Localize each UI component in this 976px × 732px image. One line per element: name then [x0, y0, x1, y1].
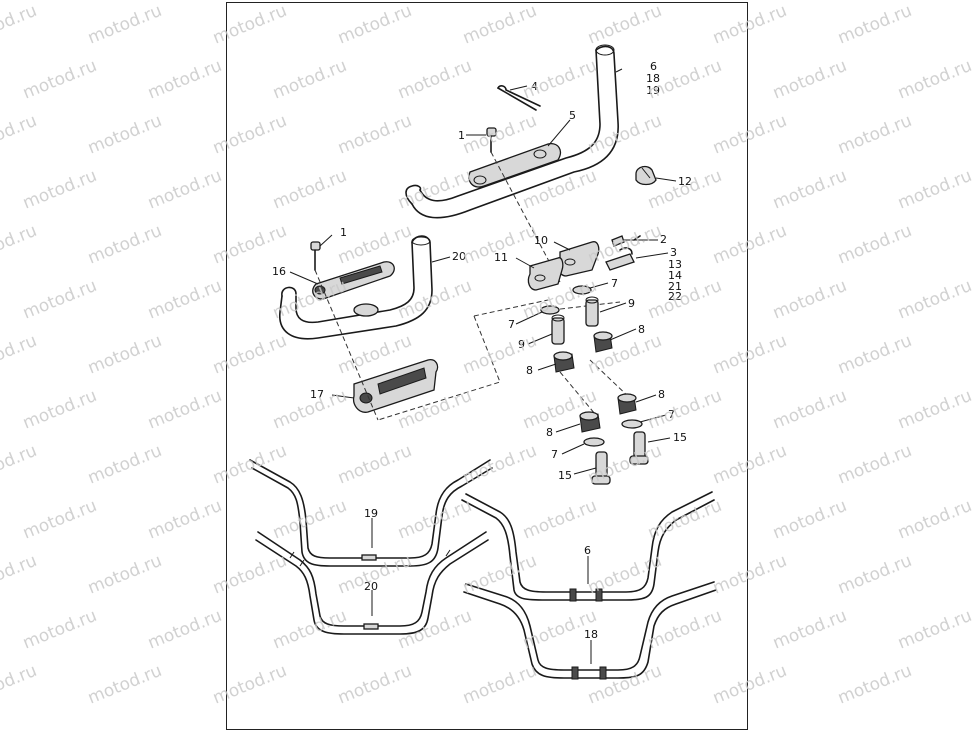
callout-9-a: 9 [628, 297, 635, 310]
handlebar-19-outline [249, 459, 493, 567]
callout-8-c: 8 [658, 388, 665, 401]
callout-15-b: 15 [558, 469, 572, 482]
callout-18-bottom: 18 [584, 628, 598, 641]
callout-13: 13 [668, 258, 682, 271]
cotter-pin [497, 85, 541, 111]
callout-7-a: 7 [611, 277, 618, 290]
callout-8-d: 8 [546, 426, 553, 439]
handlebar-18-outline [463, 581, 717, 680]
callout-17: 17 [310, 388, 324, 401]
callout-labels: 1 1 2 3 13 14 21 22 4 5 6 18 19 7 7 7 7 … [272, 60, 692, 641]
callout-21: 21 [668, 280, 682, 293]
callout-11: 11 [494, 251, 508, 264]
callout-10: 10 [534, 234, 548, 247]
callout-15-a: 15 [673, 431, 687, 444]
handlebar-6-outline [461, 491, 715, 602]
callout-12: 12 [678, 175, 692, 188]
handlebar-assembly-left [279, 235, 433, 340]
callout-8-a: 8 [638, 323, 645, 336]
handlebar-20-outline [255, 531, 489, 635]
callout-19-bottom: 19 [364, 507, 378, 520]
bolt-left [310, 241, 321, 271]
callout-7-c: 7 [668, 408, 675, 421]
callout-4: 4 [531, 80, 538, 93]
leader-lines [289, 68, 677, 664]
callout-22: 22 [668, 290, 682, 303]
callout-20-bottom: 20 [364, 580, 378, 593]
callout-3: 3 [670, 246, 677, 259]
callout-2: 2 [660, 233, 667, 246]
callout-1-top: 1 [458, 129, 465, 142]
callout-16: 16 [272, 265, 286, 278]
clip-part [635, 165, 657, 186]
riser-pair [527, 241, 600, 291]
hardware-stack-left [540, 305, 611, 485]
callout-7-d: 7 [551, 448, 558, 461]
callout-8-b: 8 [526, 364, 533, 377]
callout-7-b: 7 [508, 318, 515, 331]
callout-18-top: 18 [646, 72, 660, 85]
callout-20-top: 20 [452, 250, 466, 263]
callout-6-bottom: 6 [584, 544, 591, 557]
bolt-top [486, 127, 497, 153]
callout-6-top: 6 [650, 60, 657, 73]
callout-19-top: 19 [646, 84, 660, 97]
diagram-frame [226, 2, 748, 730]
callout-14: 14 [668, 269, 682, 282]
bracket-parts [605, 235, 641, 271]
handlebar-assembly-top [405, 44, 619, 219]
callout-9-b: 9 [518, 338, 525, 351]
lower-clamp [352, 359, 439, 413]
hardware-stack-right [572, 285, 649, 465]
callout-1-left: 1 [340, 226, 347, 239]
callout-5: 5 [569, 109, 576, 122]
